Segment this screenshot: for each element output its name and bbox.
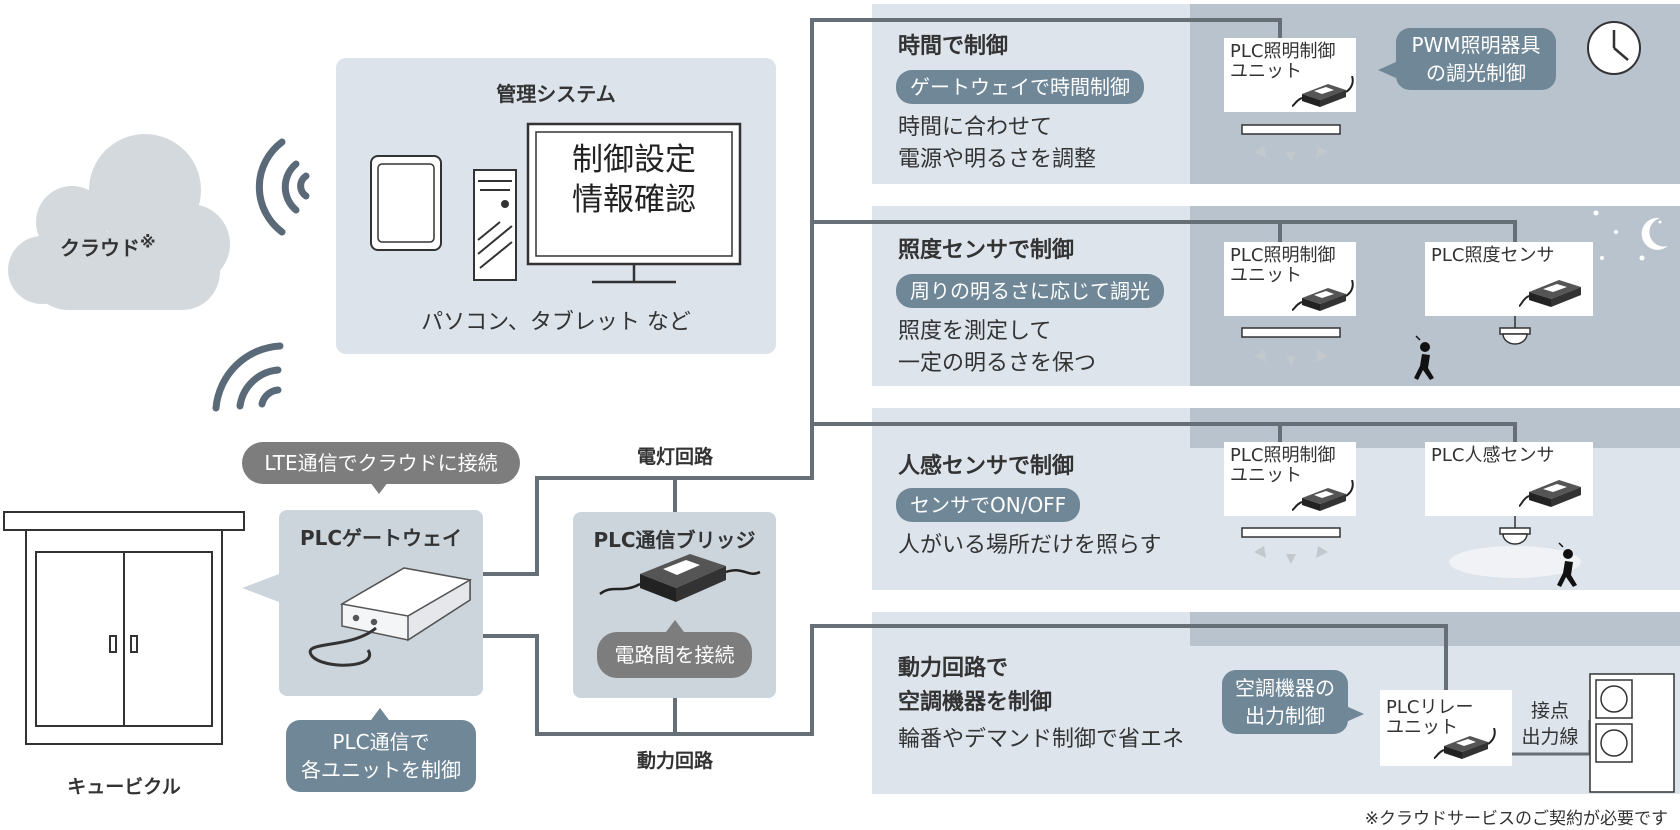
illuminance-control-pill: 周りの明るさに応じて調光 [896, 274, 1164, 308]
lte-bubble-pointer [370, 482, 388, 494]
cloud-footnote-mark: ※ [140, 232, 156, 252]
monitor-line-control-settings: 制御設定 [572, 142, 696, 178]
power-control-dark-zone [1190, 612, 1680, 646]
plc-bubble-pointer [371, 708, 389, 720]
wifi-waves-lower-icon [212, 342, 284, 412]
motion-control-title: 人感センサで制御 [898, 454, 1075, 479]
plc-control-bubble: PLC通信で 各ユニットを制御 [286, 720, 476, 792]
illuminance-unit-label: PLC照明制御 ユニット [1230, 245, 1336, 286]
motion-sensor-icon [1499, 516, 1531, 545]
power-control-title-line1: 動力回路で [898, 656, 1009, 681]
motion-branch-line [812, 422, 1517, 446]
gateway-title: PLCゲートウェイ [299, 526, 463, 550]
motion-sensor-device-icon [1519, 480, 1581, 507]
bridge-bubble: 電路間を接続 [597, 632, 752, 678]
ac-bubble-pointer [1346, 706, 1364, 722]
management-title: 管理システム [496, 82, 616, 106]
wiring-lines [483, 18, 1592, 756]
pc-tower-icon [473, 169, 517, 281]
cloud-icon [8, 134, 230, 310]
walking-person-illuminance-icon [1414, 335, 1434, 380]
illuminance-control-title: 照度センサで制御 [898, 238, 1075, 263]
illuminance-branch-line [812, 220, 1517, 246]
time-control-pill: ゲートウェイで時間制御 [896, 70, 1144, 104]
cubicle-label: キュービクル [67, 776, 181, 798]
power-circuit-label: 動力回路 [636, 750, 713, 772]
walking-person-motion-icon [1557, 542, 1577, 587]
cubicle-icon [3, 511, 245, 745]
time-control-unit-box: PLC照明制御 ユニット [1224, 38, 1356, 112]
light-fixture-illuminance-icon [1241, 327, 1341, 366]
monitor-screen-text: 制御設定 情報確認 [536, 140, 732, 220]
motion-sensor-label: PLC人感センサ [1431, 445, 1555, 466]
clock-icon [1587, 21, 1641, 75]
cloud-label: クラウド※ [60, 232, 156, 261]
air-conditioner-icon [1589, 673, 1675, 793]
illuminance-sensor-icon [1499, 316, 1531, 345]
illuminance-sensor-box: PLC照度センサ [1425, 242, 1593, 316]
moon-stars-icon [1593, 210, 1668, 261]
power-control-title-line2: 空調機器を制御 [898, 690, 1053, 715]
gateway-panel-pointer [242, 574, 279, 602]
tablet-icon [370, 155, 442, 251]
pwm-dimming-bubble: PWM照明器具 の調光制御 [1396, 28, 1556, 90]
footnote: ※クラウドサービスのご契約が必要です [1364, 809, 1668, 829]
contact-output-label: 接点 出力線 [1521, 700, 1579, 748]
motion-control-pill: センサでON/OFF [896, 488, 1081, 522]
illuminance-unit-device-icon [1292, 280, 1354, 311]
relay-unit-label: PLCリレー ユニット [1386, 697, 1474, 738]
lte-connection-bubble: LTE通信でクラウドに接続 [242, 442, 520, 484]
monitor-line-info-check: 情報確認 [572, 182, 696, 218]
time-control-unit-device-icon [1292, 76, 1354, 107]
light-fixture-time-icon [1241, 124, 1341, 162]
power-circuit-line [483, 624, 1448, 736]
relay-unit-box: PLCリレー ユニット [1380, 690, 1512, 766]
ac-output-control-bubble: 空調機器の 出力制御 [1222, 670, 1348, 734]
illuminance-unit-box: PLC照明制御 ユニット [1224, 242, 1356, 316]
motion-unit-label: PLC照明制御 ユニット [1230, 445, 1336, 486]
illuminance-sensor-label: PLC照度センサ [1431, 245, 1555, 266]
lighting-circuit-line [483, 18, 1282, 576]
wifi-waves-upper-icon [255, 138, 310, 236]
motion-unit-device-icon [1292, 480, 1354, 511]
illuminance-sensor-device-icon [1519, 280, 1581, 307]
pwm-bubble-pointer [1378, 62, 1396, 78]
time-control-unit-label: PLC照明制御 ユニット [1230, 41, 1336, 82]
devices-label: パソコン、タブレット など [421, 310, 691, 335]
bridge-device-icon [599, 554, 761, 602]
time-control-description: 時間に合わせて 電源や明るさを調整 [898, 115, 1097, 172]
motion-control-dark-zone [1190, 408, 1680, 448]
motion-unit-box: PLC照明制御 ユニット [1224, 442, 1356, 516]
time-control-title: 時間で制御 [898, 34, 1009, 59]
light-fixture-motion-icon [1241, 527, 1341, 564]
motion-detection-area-icon [1449, 546, 1581, 578]
motion-control-description: 人がいる場所だけを照らす [898, 533, 1162, 558]
bridge-title: PLC通信ブリッジ [593, 528, 756, 552]
relay-unit-device-icon [1434, 728, 1496, 759]
gateway-device-icon [308, 567, 473, 667]
monitor-icon [526, 122, 742, 284]
power-control-description: 輪番やデマンド制御で省エネ [898, 727, 1185, 752]
illuminance-control-description: 照度を測定して 一定の明るさを保つ [898, 319, 1097, 376]
motion-sensor-box: PLC人感センサ [1425, 442, 1593, 516]
cloud-label-text: クラウド [60, 236, 140, 260]
bridge-bubble-pointer [666, 620, 684, 632]
lighting-circuit-label: 電灯回路 [636, 446, 713, 468]
